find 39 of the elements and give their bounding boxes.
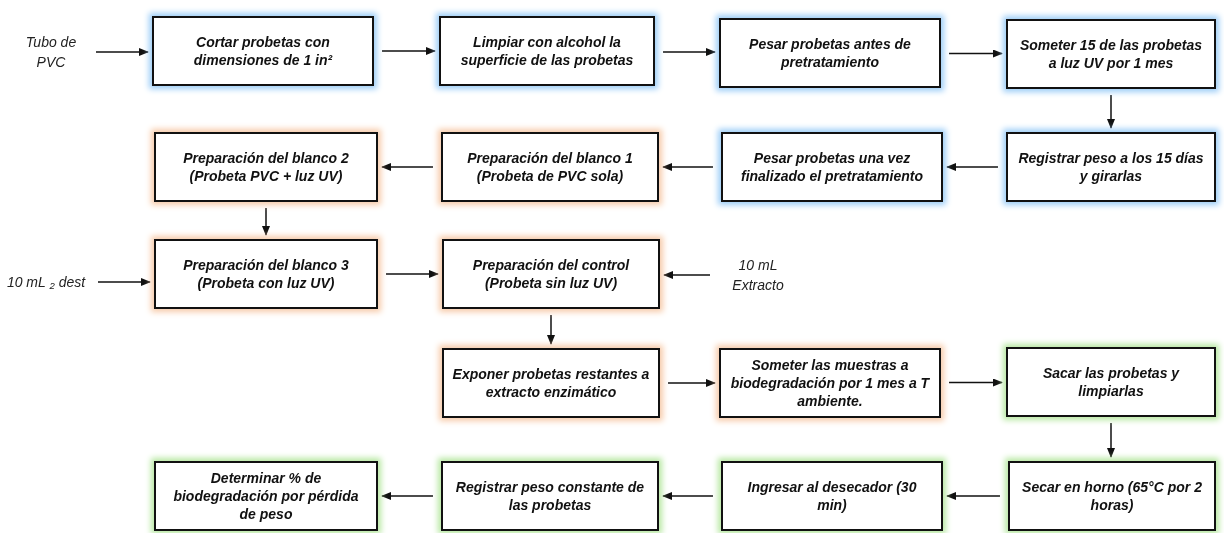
process-box: Someter 15 de las probetas a luz UV por 1 mes [1006,19,1216,89]
arrow [97,278,151,286]
process-box: Cortar probetas con dimensiones de 1 in² [152,16,374,86]
process-box: Someter las muestras a biodegradación por 1 mes a T ambiente. [719,348,941,418]
arrow [662,48,716,56]
process-box: Sacar las probetas y limpiarlas [1006,347,1216,417]
arrow [946,163,999,171]
process-box: Preparación del blanco 1 (Probeta de PVC sola) [441,132,659,202]
process-box: Secar en horno (65°C por 2 horas) [1008,461,1216,531]
input-label: 10 mL Extracto [718,252,798,298]
process-box: Exponer probetas restantes a extracto enzimático [442,348,660,418]
arrow [381,163,434,171]
arrow [381,492,434,500]
process-box: Preparación del blanco 2 (Probeta PVC + luz UV) [154,132,378,202]
arrow [547,314,555,345]
process-box: Pesar probetas una vez finalizado el pretratamiento [721,132,943,202]
process-box: Registrar peso constante de las probetas [441,461,659,531]
arrow [385,270,439,278]
arrow [1107,94,1115,129]
arrow [662,163,714,171]
arrow [663,271,711,279]
arrow [667,379,716,387]
process-box: Pesar probetas antes de pretratamiento [719,18,941,88]
input-label: 10 mL ₂ dest [2,258,90,306]
arrow [1107,422,1115,458]
arrow [948,49,1003,58]
process-box: Registrar peso a los 15 días y girarlas [1006,132,1216,202]
arrow [946,492,1001,500]
arrow [262,207,270,236]
input-label: Tubo de PVC [14,30,88,74]
arrow [95,48,149,56]
process-box: Ingresar al desecador (30 min) [721,461,943,531]
process-box: Preparación del control (Probeta sin luz UV) [442,239,660,309]
arrow [948,378,1003,387]
process-box: Preparación del blanco 3 (Probeta con luz UV) [154,239,378,309]
arrow [662,492,714,500]
arrow [381,47,436,55]
process-box: Limpiar con alcohol la superficie de las probetas [439,16,655,86]
process-box: Determinar % de biodegradación por pérdida de peso [154,461,378,531]
